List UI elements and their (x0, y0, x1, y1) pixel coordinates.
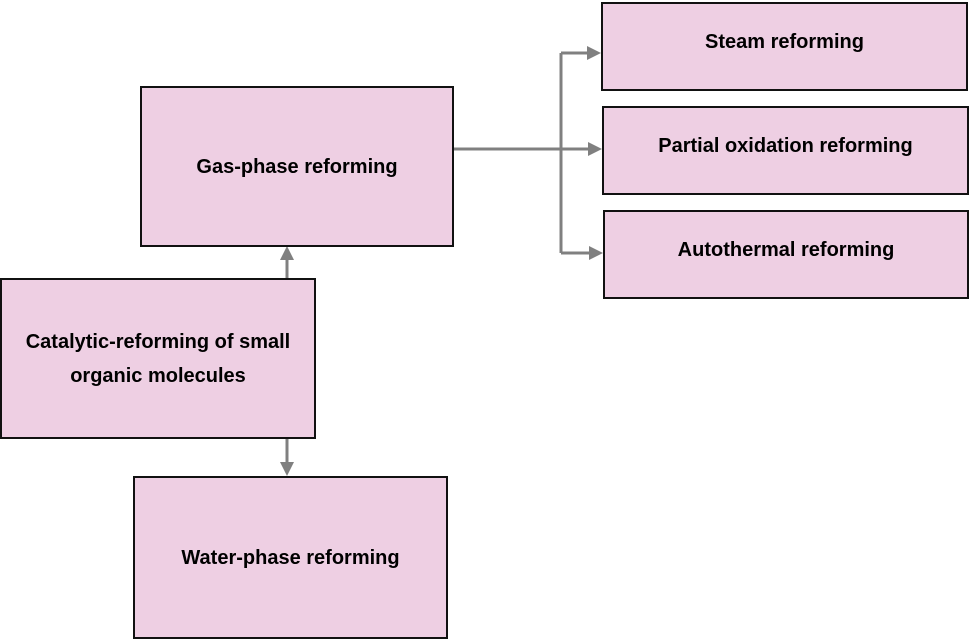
water-phase-reforming-box: Water-phase reforming (133, 476, 448, 639)
arrowhead-steam (587, 46, 601, 60)
water-phase-reforming-label: Water-phase reforming (181, 546, 400, 569)
steam-reforming-box: Steam reforming (601, 2, 968, 91)
catalytic-reforming-box: Catalytic-reforming of small organic mol… (0, 278, 316, 439)
autothermal-reforming-box: Autothermal reforming (603, 210, 969, 299)
partial-oxidation-reforming-label: Partial oxidation reforming (658, 134, 913, 157)
gas-phase-reforming-box: Gas-phase reforming (140, 86, 454, 247)
catalytic-reforming-label: Catalytic-reforming of small organic mol… (25, 330, 291, 387)
arrowhead-autothermal (589, 246, 603, 260)
steam-reforming-label: Steam reforming (705, 30, 864, 53)
arrowhead-gas (280, 246, 294, 260)
partial-oxidation-reforming-box: Partial oxidation reforming (602, 106, 969, 195)
gas-phase-reforming-label: Gas-phase reforming (196, 155, 398, 178)
autothermal-reforming-label: Autothermal reforming (677, 238, 895, 261)
arrowhead-partial (588, 142, 602, 156)
arrowhead-water (280, 462, 294, 476)
